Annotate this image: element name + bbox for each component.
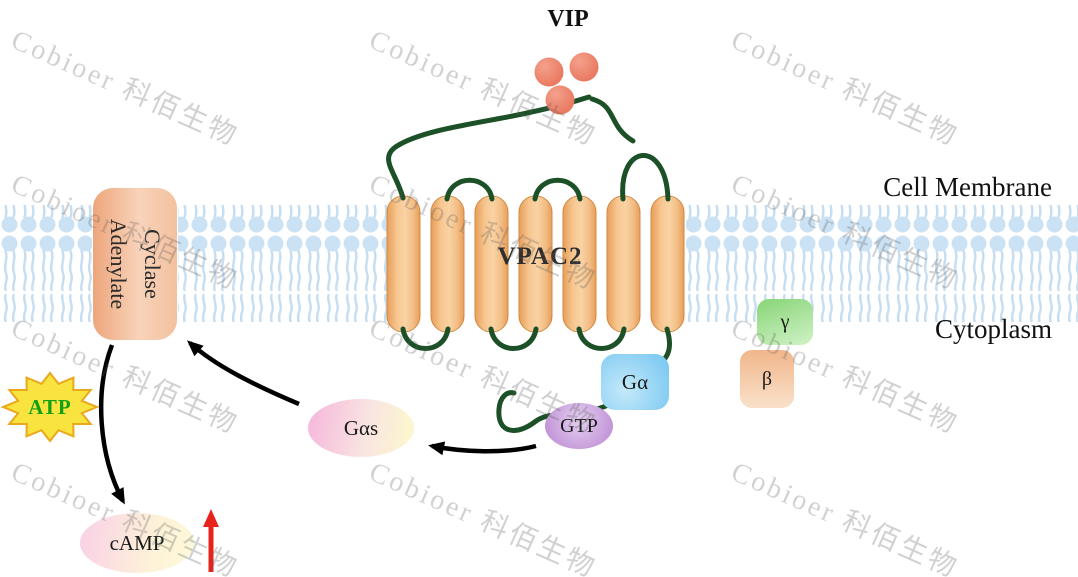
extracellular-loop-2 [532,177,583,202]
adenylate-cyclase-box [93,188,177,340]
watermark: Cobioer 科佰生物 [364,168,602,297]
gamma-label: γ [780,310,790,333]
adenylate-cyclase-label-line1: Adenylate [106,218,131,310]
g-alpha-s-label: Gαs [343,415,379,440]
adenylate-cyclase-label-line2: Cyclase [140,229,165,299]
gamma-subunit: γ [757,299,813,345]
helix-6 [606,195,641,333]
gtp-label: GTP [560,414,598,437]
vip-ligand-spheres [534,52,599,115]
helix-2 [430,195,465,333]
vpac2-receptor-label: VPAC2 [497,243,583,270]
arrow-adenylate-cyclase-to-camp [98,344,125,505]
vip-sphere-3 [545,85,575,115]
g-alpha-subunit: Gα [601,354,669,410]
vip-sphere-2 [569,52,599,82]
intracellular-loop-3 [576,326,627,351]
watermark: Cobioer 科佰生物 [364,24,602,153]
beta-subunit: β [740,350,794,408]
g-alpha-s-subunit: Gαs [308,399,414,457]
g-alpha-label: Gα [621,369,649,394]
watermark: Cobioer 科佰生物 [364,456,602,577]
watermark: Cobioer 科佰生物 [726,456,964,577]
cytoplasm-label: Cytoplasm [934,314,1052,344]
membrane-segment-middle [178,205,388,322]
helix-7 [650,195,685,333]
membrane-segment-right [686,205,1078,322]
intracellular-loop-2 [488,326,539,351]
beta-label: β [761,367,773,390]
extracellular-loop-1 [444,177,495,202]
membrane-segment-left [0,205,92,322]
ligand-linker-loop [589,96,636,144]
camp-label: cAMP [109,530,165,555]
extracellular-loop-3 [620,153,671,202]
watermark: Cobioer 科佰生物 [6,24,244,153]
vip-sphere-1 [534,57,564,87]
arrow-gas-to-adenylate-cyclase [187,340,300,407]
intracellular-loop-1 [400,326,451,351]
helix-1 [386,195,421,333]
camp-molecule: cAMP [80,513,194,573]
gtp-molecule: GTP [545,403,613,449]
atp-label: ATP [28,395,72,419]
watermark: Cobioer 科佰生物 [726,24,964,153]
vip-label: VIP [547,6,589,32]
arrow-gtp-to-gas [428,441,537,456]
n-terminus-loop [386,94,592,201]
cell-membrane-label: Cell Membrane [883,172,1052,202]
